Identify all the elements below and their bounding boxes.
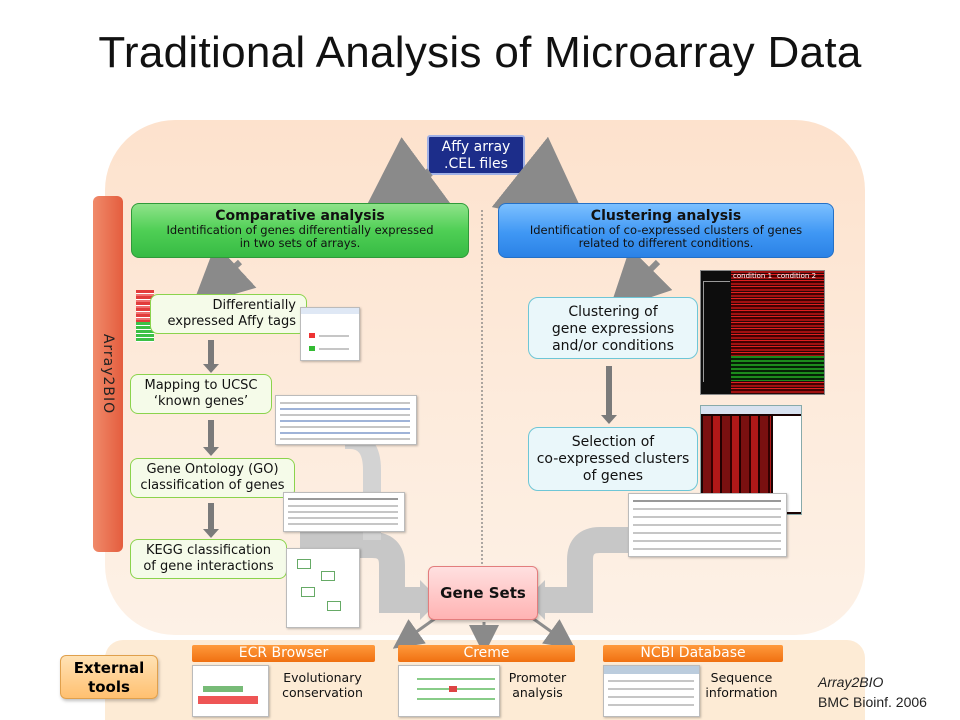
arrow-step1-to-step2 <box>203 340 219 373</box>
thumb-ucsc-table <box>275 395 417 445</box>
thumb-ncbi <box>603 665 700 717</box>
clustering-line2: related to different conditions. <box>578 236 754 250</box>
gene-sets-box: Gene Sets <box>428 566 538 620</box>
arrow-clustering-to-step <box>608 247 673 312</box>
left-step-3-line1: Gene Ontology (GO) <box>146 462 279 477</box>
thumb-diff-table <box>300 307 360 361</box>
thumb-kegg-pathway <box>286 548 360 628</box>
array2bio-side-label: Array2BIO <box>93 196 123 552</box>
clustering-title: Clustering analysis <box>590 208 742 224</box>
right-step-1: Clustering of gene expressions and/or co… <box>528 297 698 359</box>
comparative-line1: Identification of genes differentially e… <box>166 223 434 237</box>
left-step-2: Mapping to UCSC ‘known genes’ <box>130 374 272 414</box>
left-step-3: Gene Ontology (GO) classification of gen… <box>130 458 295 498</box>
comparative-line2: in two sets of arrays. <box>239 236 361 250</box>
page-title: Traditional Analysis of Microarray Data <box>98 28 862 77</box>
right-step-2-line1: Selection of <box>571 434 655 450</box>
thumb-cluster-table <box>628 493 787 557</box>
left-step-3-line2: classification of genes <box>140 478 285 493</box>
left-step-2-line2: ‘known genes’ <box>153 394 249 409</box>
citation: Array2BIO BMC Bioinf. 2006 <box>818 672 958 712</box>
clustering-line1: Identification of co-expressed clusters … <box>529 223 803 237</box>
right-step-2: Selection of co-expressed clusters of ge… <box>528 427 698 491</box>
external-label-line2: tools <box>88 678 130 696</box>
comparative-analysis-box: Comparative analysis Identification of g… <box>131 203 469 258</box>
citation-line2: BMC Bioinf. 2006 <box>818 694 927 710</box>
ecr-text: Evolutionary conservation <box>270 670 375 700</box>
ncbi-database-tab: NCBI Database <box>603 645 783 662</box>
heatmap-clustering: condition 1 condition 2 <box>700 270 825 395</box>
ncbi-text: Sequence information <box>700 670 783 700</box>
right-step-1-line1: Clustering of <box>568 304 658 320</box>
thumb-go-table <box>283 492 405 532</box>
thumb-creme <box>398 665 500 717</box>
flow-left-to-genesets <box>300 532 425 613</box>
left-step-1: Differentially expressed Affy tags <box>150 294 307 334</box>
arrow-comparative-to-step <box>191 243 257 307</box>
clustering-analysis-box: Clustering analysis Identification of co… <box>498 203 834 258</box>
citation-line1: Array2BIO <box>818 674 884 690</box>
ecr-browser-tab: ECR Browser <box>192 645 375 662</box>
right-step-2-line2: co-expressed clusters <box>536 451 690 467</box>
heatmap-label-c2: condition 2 <box>777 272 817 280</box>
left-step-1-line2: expressed Affy tags <box>167 314 296 329</box>
ncbi-line1: Sequence <box>710 670 773 685</box>
ecr-line1: Evolutionary <box>283 670 362 685</box>
creme-tab: Creme <box>398 645 575 662</box>
heatmap-label-c1: condition 1 <box>733 272 773 280</box>
creme-text: Promoter analysis <box>500 670 575 700</box>
comparative-title: Comparative analysis <box>215 208 385 224</box>
creme-line2: analysis <box>512 685 563 700</box>
left-step-4: KEGG classification of gene interactions <box>130 539 287 579</box>
flow-right-to-genesets <box>540 527 630 613</box>
external-label-line1: External <box>73 659 145 677</box>
arrow-source-to-comparative <box>355 137 455 227</box>
left-step-4-line1: KEGG classification <box>145 543 272 558</box>
arrow-right-step1-to-step2 <box>601 366 617 424</box>
left-step-4-line2: of gene interactions <box>143 559 274 574</box>
arrow-source-to-clustering <box>491 136 591 229</box>
gene-sets-label: Gene Sets <box>440 584 526 602</box>
arrow-step3-to-step4 <box>203 503 219 538</box>
left-step-1-line1: Differentially <box>212 298 296 313</box>
right-step-1-line2: gene expressions <box>551 321 675 337</box>
ecr-line2: conservation <box>282 685 363 700</box>
right-step-1-line3: and/or conditions <box>552 338 674 354</box>
creme-line1: Promoter <box>508 670 567 685</box>
left-step-2-line1: Mapping to UCSC <box>144 378 258 393</box>
right-step-2-line3: of genes <box>582 468 644 484</box>
ncbi-line2: information <box>705 685 778 700</box>
diff-expression-icon-green <box>136 322 154 342</box>
thumb-ecr <box>192 665 269 717</box>
arrow-step2-to-step3 <box>203 420 219 456</box>
external-tools-label: External tools <box>60 655 158 699</box>
